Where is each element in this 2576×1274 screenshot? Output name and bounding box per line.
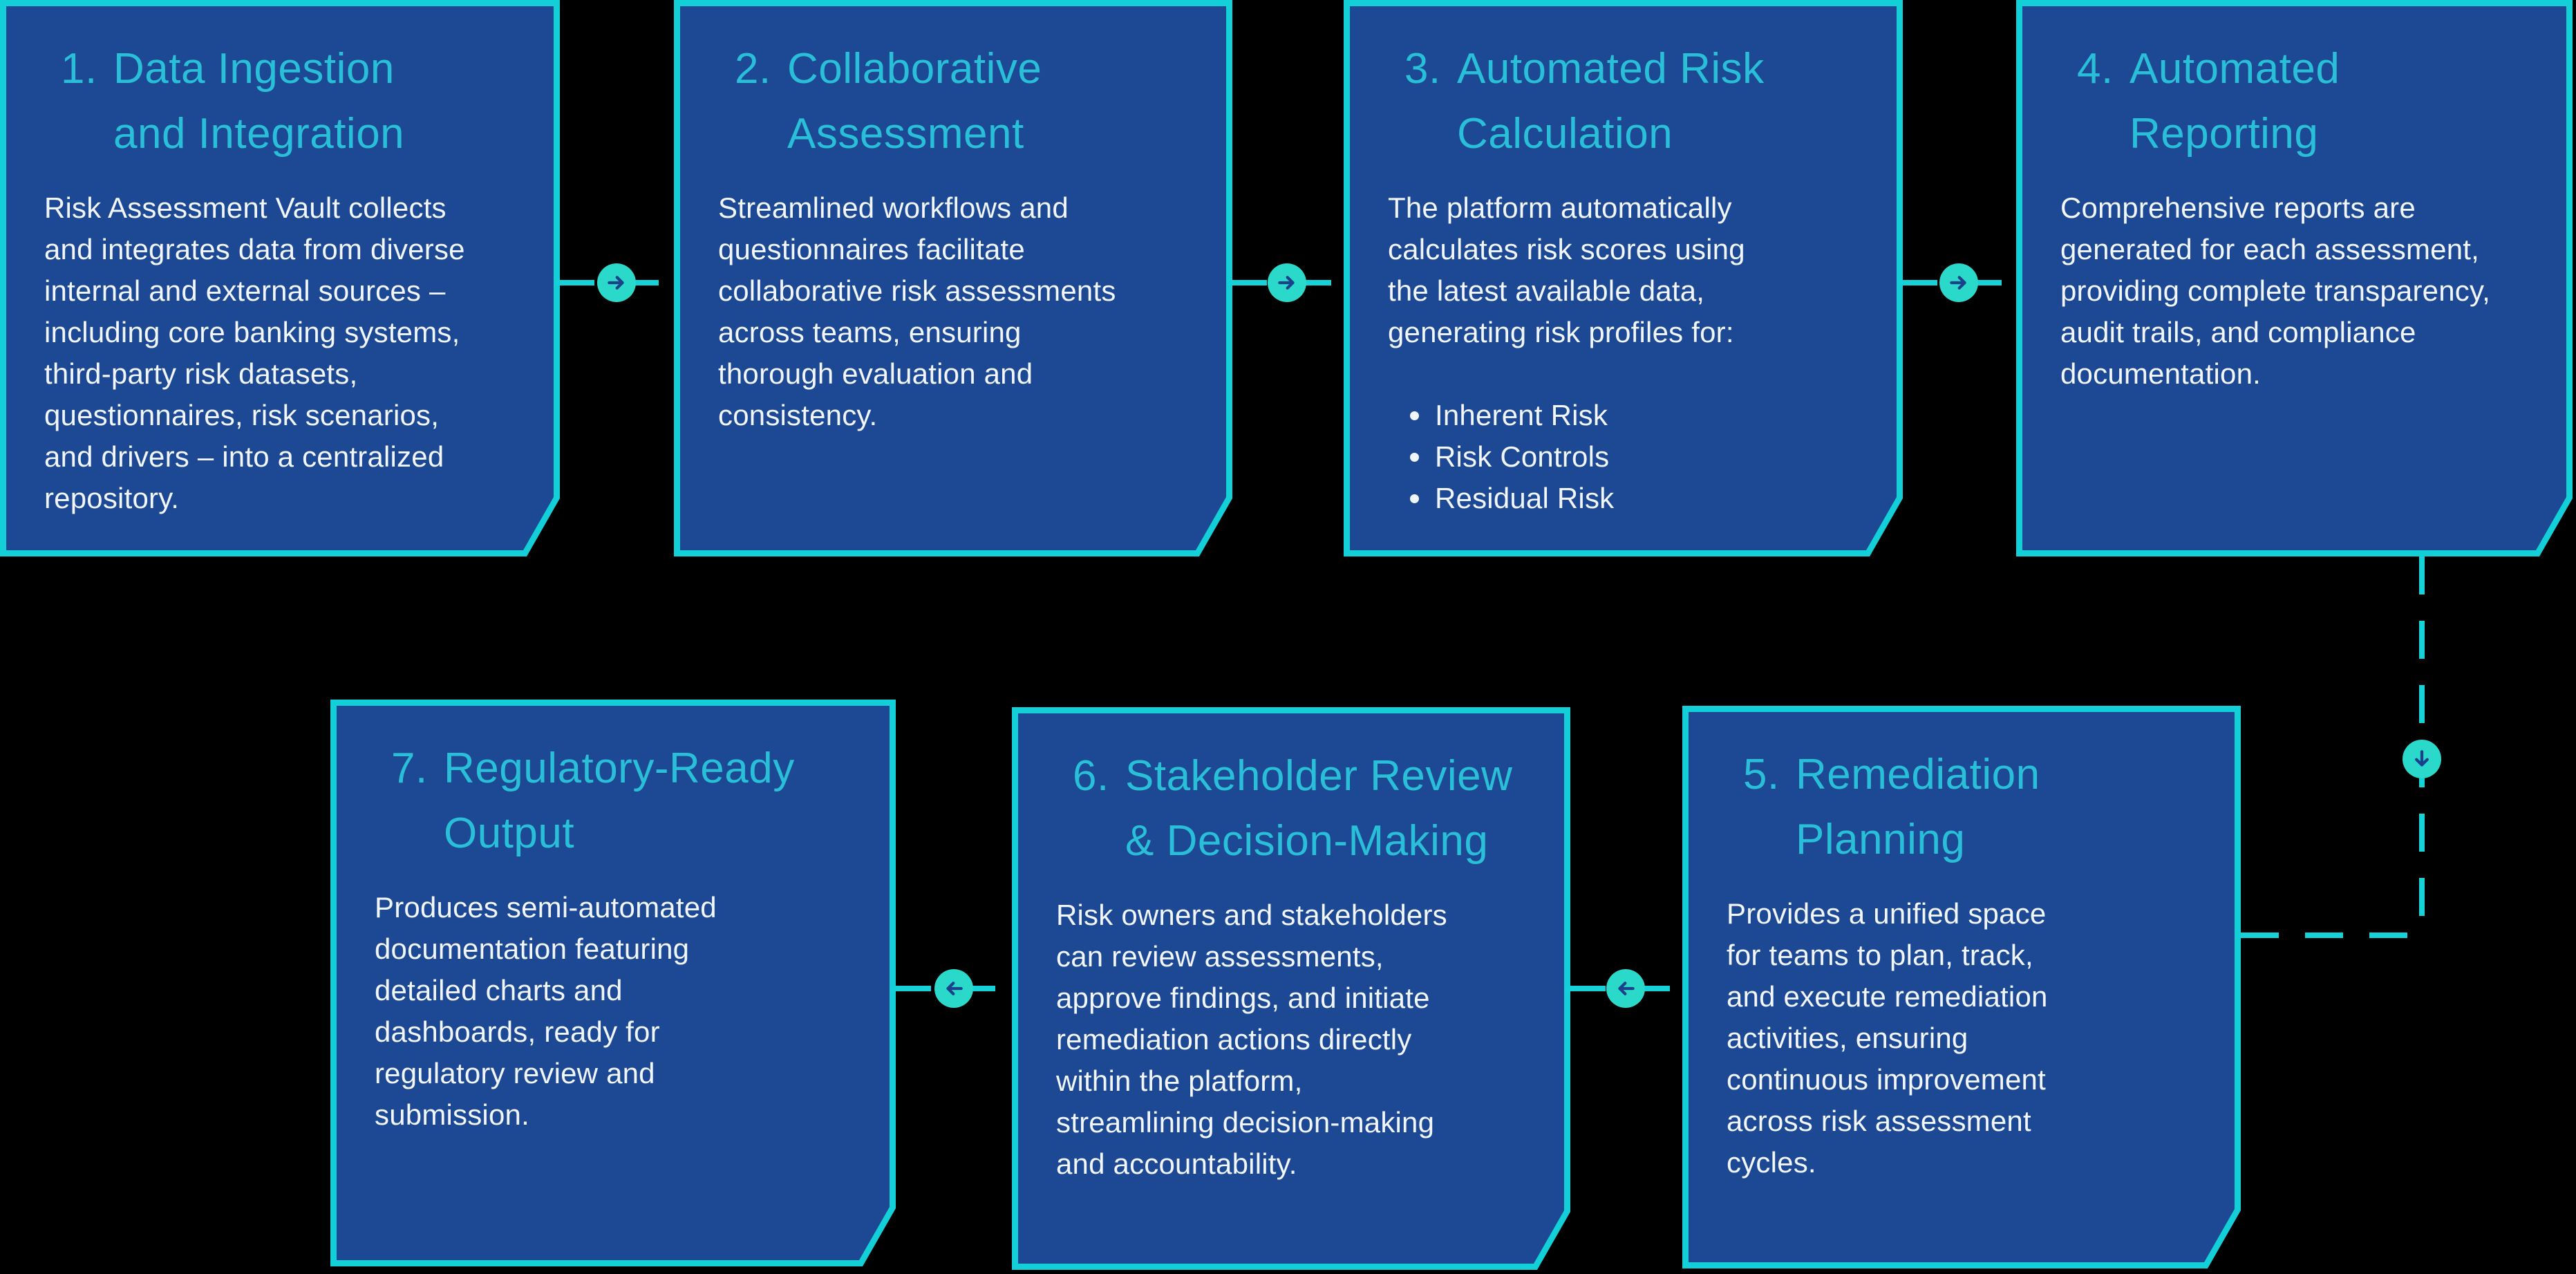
list-item: Residual Risk [1388,478,1873,519]
step-number: 2. [735,45,771,93]
card-heading: 7. Regulatory-Ready Output [391,736,866,866]
card-content: 6. Stakeholder Review & Decision-Making … [1018,713,1564,1264]
arrow-left-icon [934,969,973,1008]
card-heading: 1. Data Ingestion and Integration [61,37,530,167]
arrow-right-icon [1939,263,1978,302]
card-background [6,6,554,550]
card-6-stakeholder-review-decision-making: 6. Stakeholder Review & Decision-Making … [1012,707,1570,1270]
card-heading: 4. Automated Reporting [2077,37,2543,167]
card-content: 5. Remediation Planning Provides a unifi… [1689,712,2235,1262]
step-title: Automated Risk Calculation [1457,45,1765,158]
arrow-left-icon [1606,969,1645,1008]
card-heading: 6. Stakeholder Review & Decision-Making [1073,744,1541,874]
step-number: 4. [2077,45,2114,93]
step-title: Collaborative Assessment [787,45,1042,158]
card-background [337,706,890,1260]
card-background [1350,6,1897,550]
step-description: Comprehensive reports are generated for … [2060,191,2490,390]
card-background [680,6,1226,550]
card-background [1018,713,1564,1264]
step-number: 1. [61,45,97,93]
card-content: 4. Automated Reporting Comprehensive rep… [2022,6,2566,550]
step-number: 3. [1404,45,1441,93]
step-number: 6. [1073,752,1109,800]
step-description: Produces semi-automated documentation fe… [375,891,717,1131]
arrow-right-icon [1268,263,1306,302]
list-item: Inherent Risk [1388,395,1873,436]
step-title: Automated Reporting [2130,45,2340,158]
card-content: 1. Data Ingestion and Integration Risk A… [6,6,554,550]
step-description: Streamlined workflows and questionnaires… [718,191,1116,431]
step-description: Provides a unified space for teams to pl… [1727,897,2048,1179]
step-description: The platform automatically calculates ri… [1388,191,1745,348]
step-title: Remediation Planning [1796,751,2040,863]
card-2-collaborative-assessment: 2. Collaborative Assessment Streamlined … [674,0,1232,556]
risk-profile-list: Inherent Risk Risk Controls Residual Ris… [1388,395,1873,519]
card-3-automated-risk-calculation: 3. Automated Risk Calculation The platfo… [1344,0,1903,556]
card-background [1689,712,2235,1262]
card-heading: 3. Automated Risk Calculation [1404,37,1873,167]
list-item: Risk Controls [1388,436,1873,478]
card-heading: 2. Collaborative Assessment [735,37,1203,167]
step-title: Data Ingestion and Integration [113,45,405,158]
arrow-right-icon [597,263,636,302]
step-title: Regulatory-Ready Output [444,744,795,857]
arrow-down-icon [2403,740,2441,778]
step-title: Stakeholder Review & Decision-Making [1125,752,1513,865]
step-number: 5. [1743,751,1780,798]
card-content: 3. Automated Risk Calculation The platfo… [1350,6,1897,550]
step-number: 7. [391,744,428,792]
card-heading: 5. Remediation Planning [1743,742,2211,872]
card-1-data-ingestion-and-integration: 1. Data Ingestion and Integration Risk A… [0,0,560,556]
card-5-remediation-planning: 5. Remediation Planning Provides a unifi… [1682,706,2241,1268]
dashed-connector-4-5-horizontal [2241,933,2425,938]
card-7-regulatory-ready-output: 7. Regulatory-Ready Output Produces semi… [330,700,896,1266]
card-background [2022,6,2566,550]
step-description: Risk Assessment Vault collects and integ… [44,191,465,514]
step-description: Risk owners and stakeholders can review … [1056,899,1447,1180]
card-4-automated-reporting: 4. Automated Reporting Comprehensive rep… [2016,0,2573,556]
card-content: 2. Collaborative Assessment Streamlined … [680,6,1226,550]
card-content: 7. Regulatory-Ready Output Produces semi… [337,706,890,1260]
